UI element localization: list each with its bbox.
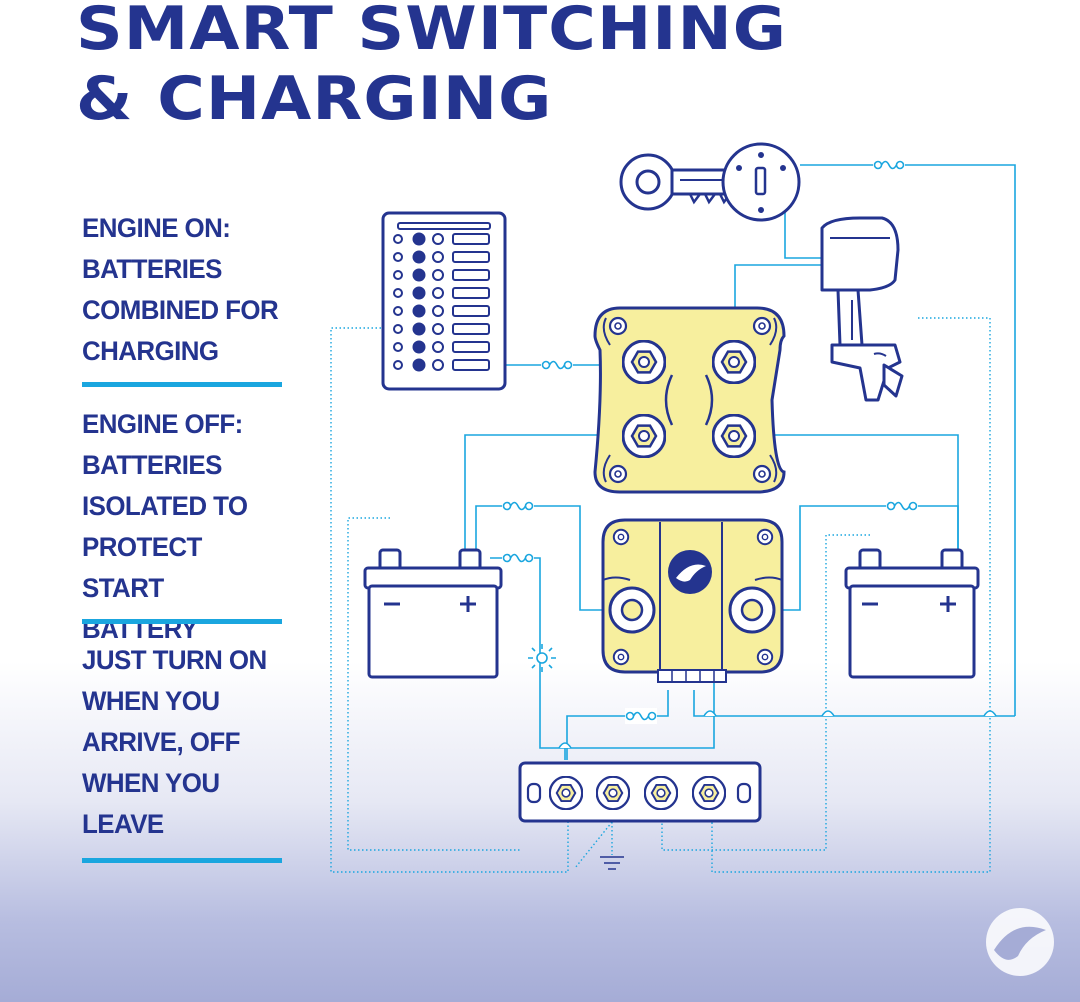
indicator-light-icon (528, 644, 556, 672)
breaker-row (393, 340, 490, 354)
divider-rule (82, 619, 282, 624)
dotted-wires (330, 317, 991, 873)
battery-switch-icon (593, 306, 786, 494)
fuse-icon (502, 498, 534, 514)
fuses (502, 157, 997, 749)
fuse-icon (541, 357, 573, 373)
circuit-breaker-panel-icon (381, 211, 507, 391)
brand-logo-icon (986, 908, 1054, 976)
breaker-row (393, 250, 490, 264)
fuse-icon (886, 498, 918, 514)
breaker-row (393, 286, 490, 300)
fuse-icon (625, 708, 657, 724)
note-engine-on-text: ENGINE ON: BATTERIES COMBINED FOR CHARGI… (82, 213, 279, 366)
automatic-charging-relay-icon (601, 518, 784, 683)
ignition-switch-icon (721, 142, 801, 222)
note-engine-off-text: ENGINE OFF: BATTERIES ISOLATED TO PROTEC… (82, 409, 248, 644)
divider-rule (82, 858, 282, 863)
bus-bar-icon (518, 761, 762, 823)
note-engine-off: ENGINE OFF: BATTERIES ISOLATED TO PROTEC… (82, 404, 287, 650)
outboard-engine-icon (820, 216, 904, 402)
fuse-icon (873, 157, 905, 173)
wires (464, 164, 1016, 760)
ground-symbol-icon (600, 856, 624, 870)
page-title: SMART SWITCHING & CHARGING (76, 0, 787, 134)
house-battery-icon (844, 548, 980, 679)
breaker-row (393, 232, 490, 246)
title-line-2: & CHARGING (76, 64, 553, 134)
note-turn-on-off-text: JUST TURN ON WHEN YOU ARRIVE, OFF WHEN Y… (82, 645, 267, 839)
note-turn-on-off: JUST TURN ON WHEN YOU ARRIVE, OFF WHEN Y… (82, 640, 287, 845)
title-line-1: SMART SWITCHING (76, 0, 788, 64)
divider-rule (82, 382, 282, 387)
breaker-row (393, 268, 490, 282)
note-engine-on: ENGINE ON: BATTERIES COMBINED FOR CHARGI… (82, 208, 287, 372)
breaker-row (393, 322, 490, 336)
breaker-row (393, 304, 490, 318)
breaker-row (393, 358, 490, 372)
start-battery-icon (363, 548, 503, 679)
fuse-icon (502, 550, 534, 566)
